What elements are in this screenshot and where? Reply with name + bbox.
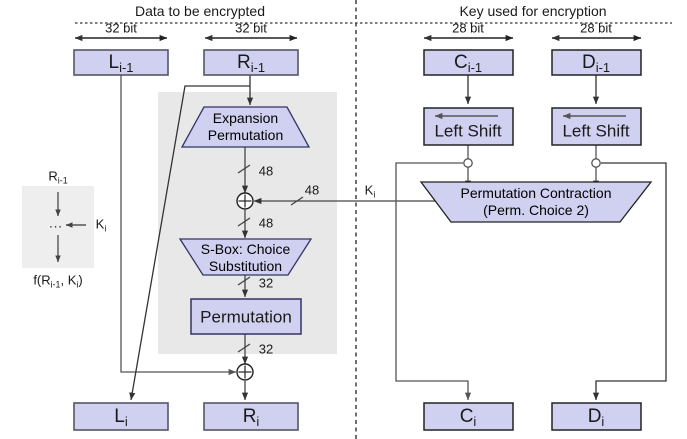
d-prev-box — [551, 49, 642, 76]
expansion-permutation-label: Expansion Permutation — [180, 110, 311, 144]
d-prev-base: D — [581, 52, 596, 73]
legend-input-subscript: i-1 — [57, 175, 68, 186]
permutation-label: Permutation — [200, 307, 292, 327]
expansion-permutation-shape — [180, 106, 311, 148]
sbox-line-1: S-Box: Choice — [200, 241, 291, 257]
sbox-label: S-Box: Choice Substitution — [180, 241, 311, 275]
sbox-shape — [178, 238, 313, 276]
c-prev-base: C — [453, 52, 468, 73]
left-shift-1-label: Left Shift — [434, 121, 502, 141]
l-next-subscript: i — [124, 414, 128, 430]
l-prev-base: L — [108, 52, 120, 73]
c-next-label: Ci — [459, 406, 477, 430]
legend-key-base: K — [95, 216, 105, 232]
permutation-contraction-shape — [419, 181, 653, 223]
legend-input-label: Ri-1 — [48, 168, 68, 186]
legend-output-sub2: i — [76, 279, 79, 290]
permutation-shape — [190, 298, 302, 335]
perm-contraction-line-2: (Perm. Choice 2) — [483, 202, 589, 218]
l-prev-box — [73, 49, 169, 76]
wire-label-expansion-out: 48 — [258, 163, 274, 179]
r-next-base: R — [242, 406, 257, 427]
expansion-line-1: Expansion — [212, 110, 279, 126]
wire-label-sbox-out: 32 — [258, 275, 274, 291]
junction-c — [463, 158, 473, 168]
l-next-base: L — [114, 406, 125, 427]
legend-key-label: Ki — [95, 216, 107, 234]
legend-key-subscript: i — [104, 223, 107, 234]
r-prev-label: Ri-1 — [236, 52, 266, 76]
d-prev-subscript: i-1 — [595, 60, 611, 76]
d-next-box — [551, 402, 642, 431]
subkey-subscript: i — [373, 189, 376, 200]
d-prev-label: Di-1 — [581, 52, 611, 76]
slash-xor-out — [237, 217, 251, 227]
width-label-d-prev: 28 bit — [580, 20, 612, 36]
wire-lprev-to-xor — [120, 75, 237, 376]
wire-bypass-d — [592, 162, 667, 401]
header-left-title: Data to be encrypted — [135, 3, 265, 19]
slash-subkey — [290, 196, 304, 206]
legend-dots: ... — [49, 215, 63, 231]
l-next-box — [73, 402, 169, 431]
l-prev-label: Li-1 — [108, 52, 134, 76]
r-next-subscript: i — [256, 414, 260, 430]
sbox-line-2: Substitution — [208, 258, 283, 274]
wire-bypass-c — [395, 162, 472, 401]
perm-contraction-line-1: Permutation Contraction — [460, 185, 612, 201]
subkey-base: K — [364, 182, 374, 198]
r-prev-box — [203, 49, 299, 76]
r-next-label: Ri — [242, 406, 260, 430]
wire-label-subkey-width: 48 — [304, 182, 320, 198]
xor-gate-subkey — [236, 192, 254, 210]
wire-label-permutation-out: 32 — [258, 341, 274, 357]
d-next-label: Di — [587, 406, 605, 430]
c-prev-label: Ci-1 — [453, 52, 483, 76]
permutation-contraction-label: Permutation Contraction (Perm. Choice 2) — [421, 185, 651, 219]
slash-exp-out — [237, 164, 251, 174]
r-next-box — [203, 402, 299, 431]
c-next-subscript: i — [473, 414, 477, 430]
d-next-subscript: i — [601, 414, 605, 430]
c-prev-subscript: i-1 — [467, 60, 483, 76]
wire-rprev-to-lnext — [129, 85, 250, 401]
legend-output-label: f(Ri-1, Ki) — [33, 272, 83, 290]
r-prev-subscript: i-1 — [250, 60, 266, 76]
width-label-r-prev: 32 bit — [235, 20, 267, 36]
d-next-base: D — [587, 406, 602, 427]
subkey-name-label: Ki — [364, 182, 376, 200]
r-prev-base: R — [236, 52, 251, 73]
legend-output-mid: , K — [60, 272, 77, 288]
c-next-box — [423, 402, 514, 431]
junction-d — [591, 158, 601, 168]
legend-output-sub1: i-1 — [50, 279, 61, 290]
xor-gate-output — [236, 363, 254, 381]
c-next-base: C — [459, 406, 474, 427]
expansion-line-2: Permutation — [207, 127, 284, 143]
l-next-label: Li — [114, 406, 128, 430]
l-prev-subscript: i-1 — [119, 60, 134, 76]
slash-perm-out — [237, 343, 251, 353]
legend-output-end: ) — [78, 272, 83, 288]
left-shift-2-label: Left Shift — [562, 121, 630, 141]
wire-label-xor-out: 48 — [258, 215, 274, 231]
width-label-l-prev: 32 bit — [105, 20, 137, 36]
legend-output-base: f(R — [33, 272, 51, 288]
legend-input-base: R — [48, 168, 58, 184]
header-right-title: Key used for encryption — [459, 3, 607, 19]
slash-sbox-out — [237, 276, 251, 286]
width-label-c-prev: 28 bit — [452, 20, 484, 36]
c-prev-box — [423, 49, 514, 76]
